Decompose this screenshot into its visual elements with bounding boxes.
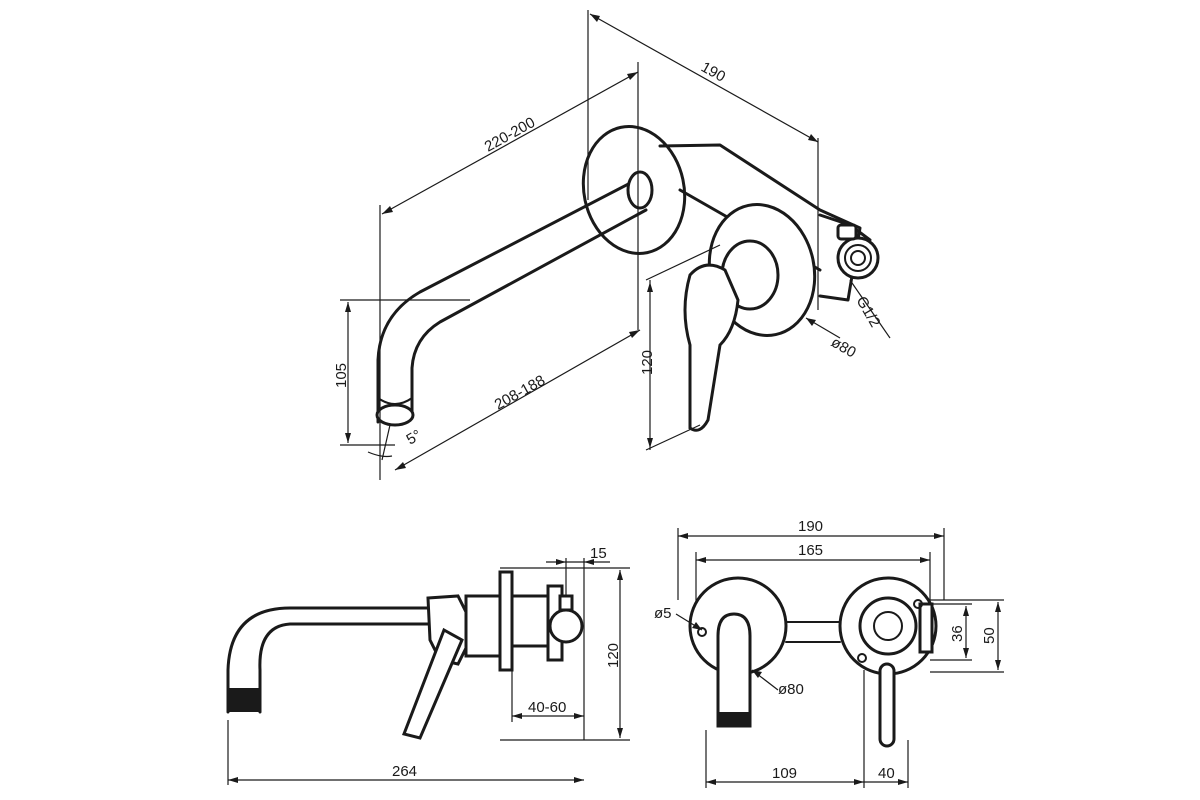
front-dim-109: 109	[772, 765, 797, 782]
side-view: 15 120 40-60 264	[226, 545, 630, 785]
iso-dim-rosette: ø80	[828, 334, 859, 362]
front-dim-190: 190	[798, 518, 823, 535]
isometric-view: 190 220-200 208-188 105 120 5° ø80 G1/2	[333, 10, 891, 480]
spout-aerator-band	[377, 397, 413, 405]
side-connector	[548, 608, 584, 644]
side-lever	[401, 627, 464, 740]
side-box	[510, 594, 550, 648]
front-dim-50: 50	[981, 627, 998, 644]
side-plate	[498, 570, 514, 672]
side-dim-40-60: 40-60	[528, 699, 566, 716]
iso-dim-thread: G1/2	[853, 294, 884, 331]
front-dim-rosette: ø80	[778, 681, 804, 698]
front-dim-165: 165	[798, 542, 823, 559]
side-cartridge	[464, 594, 502, 658]
side-dim-264: 264	[392, 763, 417, 780]
front-view: 190 165 ø5 ø80 36 50 109 40	[654, 518, 1004, 788]
spout-outline	[376, 176, 648, 424]
side-aerator	[228, 688, 260, 712]
iso-dim-208-188: 208-188	[492, 372, 548, 414]
iso-dim-190: 190	[698, 59, 728, 86]
side-spout	[226, 606, 432, 714]
spout-outlet	[375, 403, 415, 427]
lever-handle	[683, 263, 740, 432]
iso-dim-angle: 5°	[404, 427, 425, 449]
front-cartridge	[858, 596, 918, 656]
front-dim-36: 36	[949, 625, 966, 642]
front-dim-hole: ø5	[654, 605, 672, 622]
side-dim-120: 120	[605, 643, 622, 668]
iso-dim-120: 120	[639, 350, 656, 375]
thread-connector	[818, 213, 880, 280]
front-spout	[716, 612, 752, 728]
iso-dim-220-200: 220-200	[482, 114, 538, 156]
iso-dim-105: 105	[333, 363, 350, 388]
front-dim-40: 40	[878, 765, 895, 782]
front-lever	[878, 662, 896, 748]
spout-base-ring	[626, 170, 654, 210]
side-dim-15: 15	[590, 545, 607, 562]
